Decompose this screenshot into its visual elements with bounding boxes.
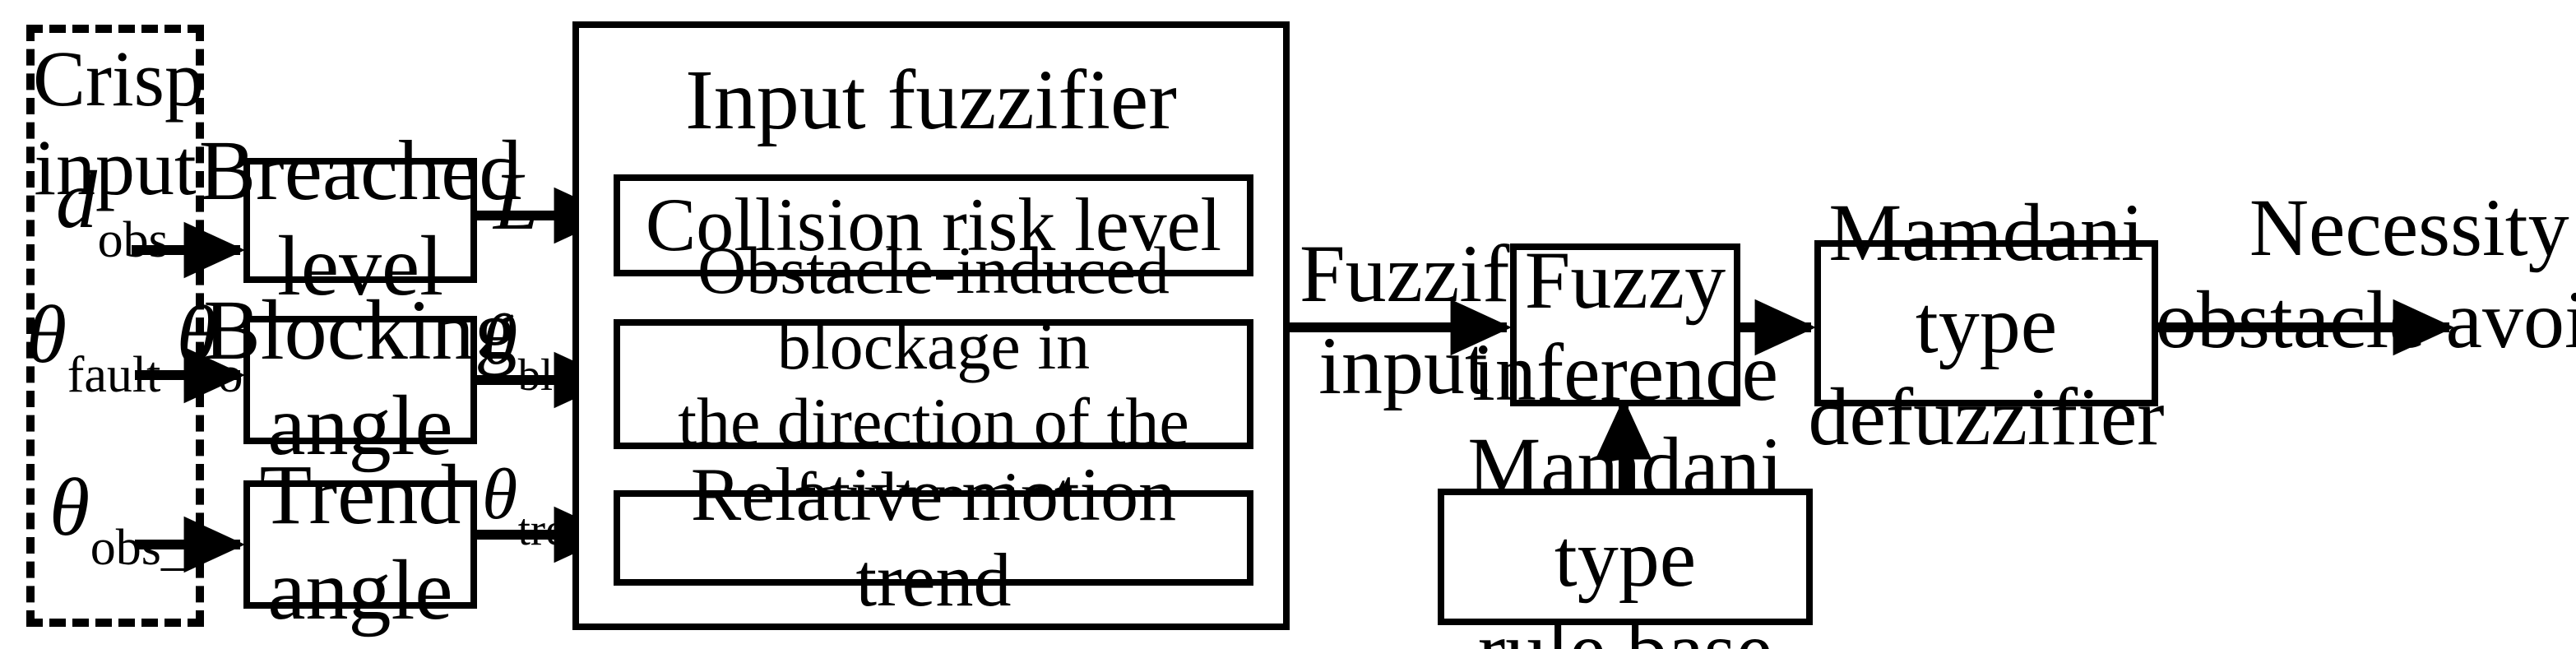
crisp-input-region [26, 25, 204, 627]
edge-base: L [493, 155, 540, 247]
signal-sub: fault [67, 345, 161, 403]
signal-base: θ [26, 288, 67, 380]
block-label: Breached level [198, 124, 522, 314]
fuzzifier-item-obstacle-induced-blockage[interactable]: Obstacle-induced blockage in the directi… [614, 232, 1253, 534]
block-fuzzy-inference[interactable]: Fuzzy inference [1472, 233, 1778, 417]
signal-sub: obs_v [90, 517, 212, 576]
edge-base: θ [482, 299, 518, 380]
block-label: Blocking angle [203, 284, 517, 474]
block-label: Mamdani type rule base [1467, 419, 1783, 649]
signal-base: θ [176, 288, 217, 380]
signal-base: θ [49, 461, 90, 553]
fuzzifier-item-relative-motion-trend[interactable]: Relative motion trend [614, 453, 1253, 622]
signal-label-d-obs: dobs [56, 158, 169, 265]
edge-label-L: L [493, 160, 540, 242]
fuzzifier-item-label: Collision risk level [645, 183, 1222, 267]
block-label: Fuzzy inference [1472, 233, 1778, 417]
signal-base: d [56, 153, 97, 245]
crisp-input-label: Crisp input [33, 36, 205, 212]
edge-base: θ [482, 454, 518, 535]
block-mamdani-defuzzifier[interactable]: Mamdani type defuzzifier [1809, 185, 2165, 461]
signal-label-theta-obs-v: θobs_v [49, 466, 212, 573]
signal-sub: obs [97, 210, 169, 268]
block-label: Trend angle [259, 448, 461, 638]
block-breached-level[interactable]: Breached level [199, 125, 522, 314]
block-blocking-angle[interactable]: Blocking angle [203, 285, 517, 474]
input-fuzzifier-title: Input fuzzifier [685, 54, 1177, 148]
block-mamdani-rule-base[interactable]: Mamdani type rule base [1438, 419, 1813, 649]
fuzzifier-item-collision-risk-level[interactable]: Collision risk level [614, 174, 1253, 276]
block-trend-angle[interactable]: Trend angle [243, 449, 477, 638]
fuzzifier-item-label: Relative motion trend [690, 452, 1177, 622]
output-label: Necessity for obstacle avoidance [2156, 181, 2576, 365]
block-label: Mamdani type defuzzifier [1808, 185, 2165, 461]
